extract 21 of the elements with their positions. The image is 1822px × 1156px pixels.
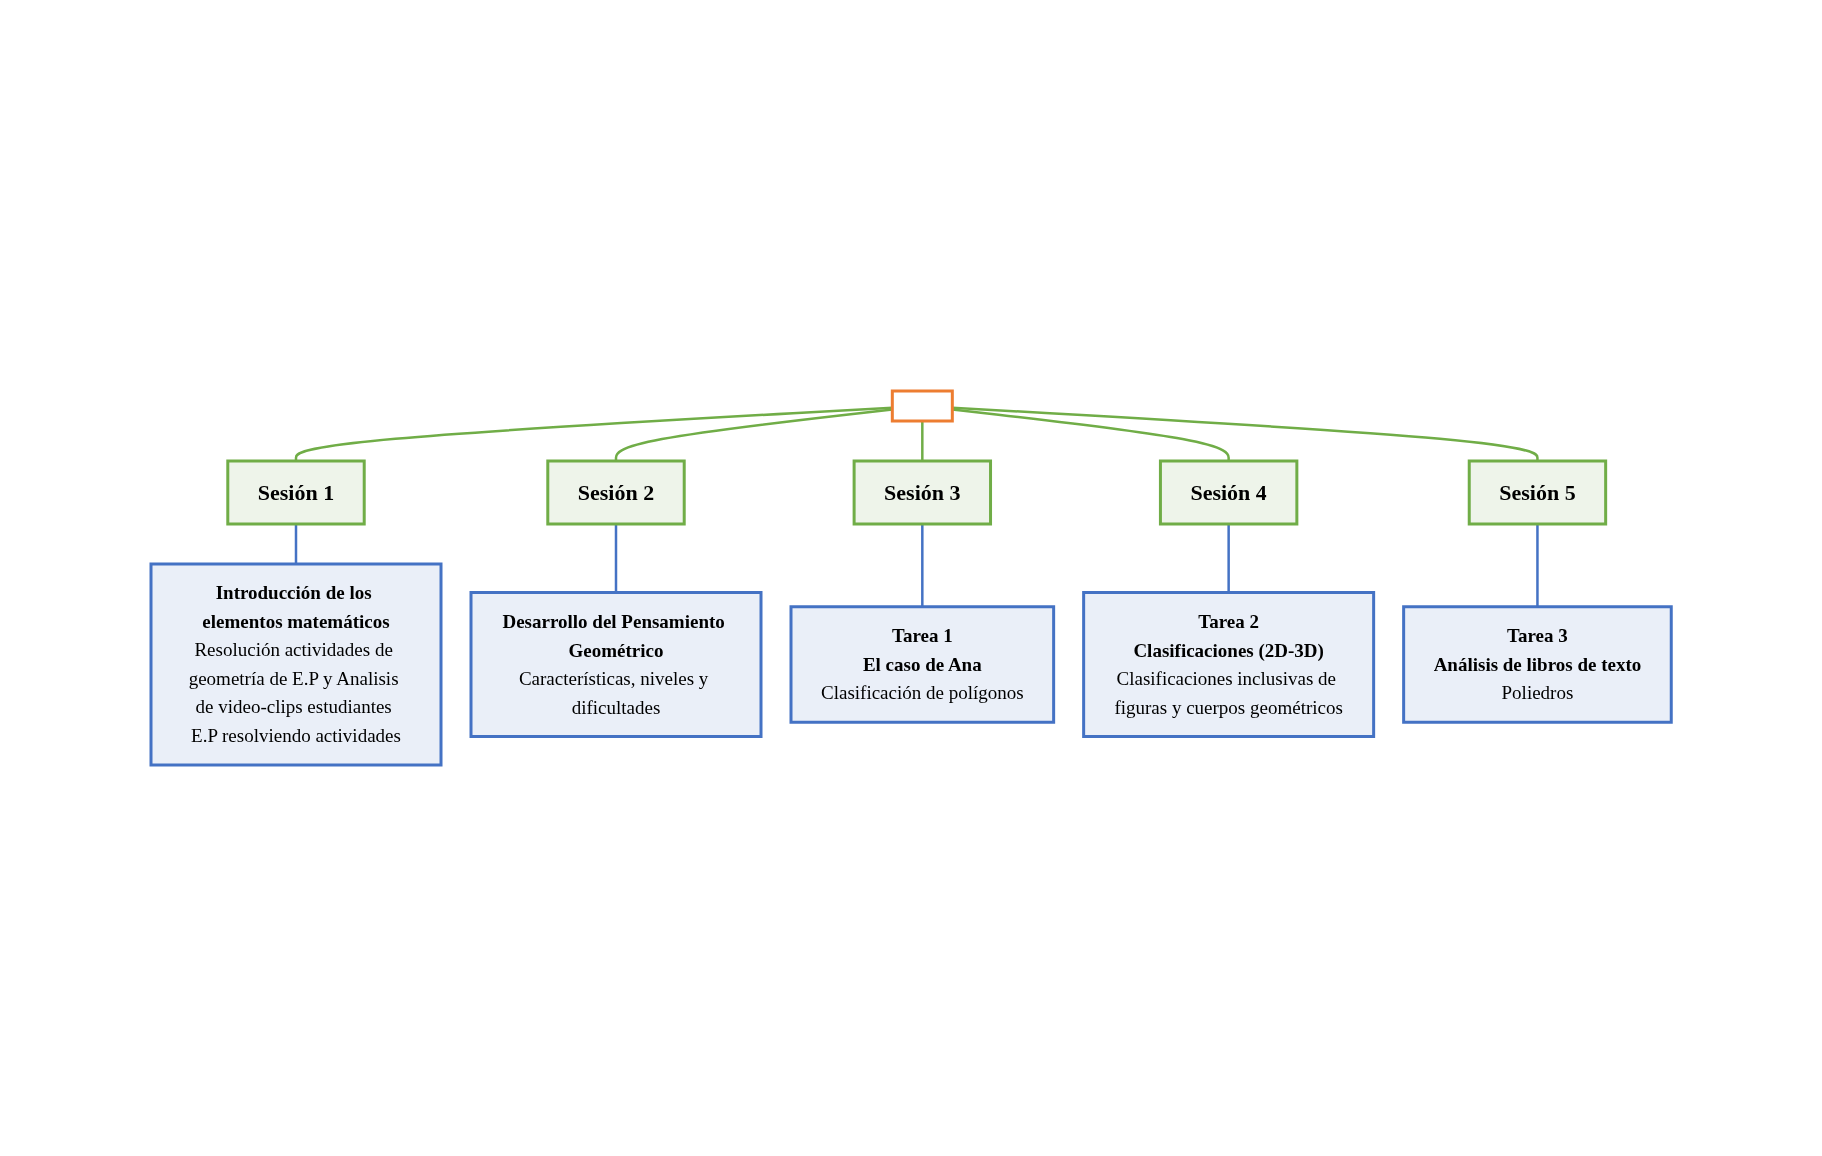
- connector: [614, 408, 893, 461]
- connector: [920, 524, 924, 607]
- node-box: [890, 389, 954, 423]
- connector: [294, 524, 298, 564]
- connector: [1227, 524, 1230, 593]
- node-box: Tarea 1 El caso de Ana Clasificación de polígonos: [789, 605, 1055, 724]
- connector: [920, 421, 924, 461]
- connector: [614, 524, 618, 593]
- connector: [294, 406, 893, 462]
- node-box: Tarea 3 Análisis de libros de texto Poliedros: [1402, 605, 1673, 724]
- node-box: Sesión 5: [1467, 459, 1608, 526]
- node-box: Sesión 4: [1158, 459, 1299, 526]
- node-box: Desarrollo del Pensamiento Geométrico Características, niveles y dificultades: [469, 591, 763, 738]
- connector: [1536, 524, 1539, 607]
- node-box: Sesión 3: [852, 459, 992, 526]
- node-box: Introducción de los elementos matemáticos Resolución actividades de geometría de E.P y Analisis de video-clips estudiantes E.P resolviendo actividades: [149, 562, 443, 767]
- connector: [952, 406, 1539, 462]
- node-box: Sesión 2: [546, 459, 686, 526]
- node-box: Tarea 2 Clasificaciones (2D-3D) Clasificaciones inclusivas de figuras y cuerpos geométricos: [1082, 591, 1375, 738]
- connector: [952, 408, 1230, 461]
- node-box: Sesión 1: [226, 459, 366, 526]
